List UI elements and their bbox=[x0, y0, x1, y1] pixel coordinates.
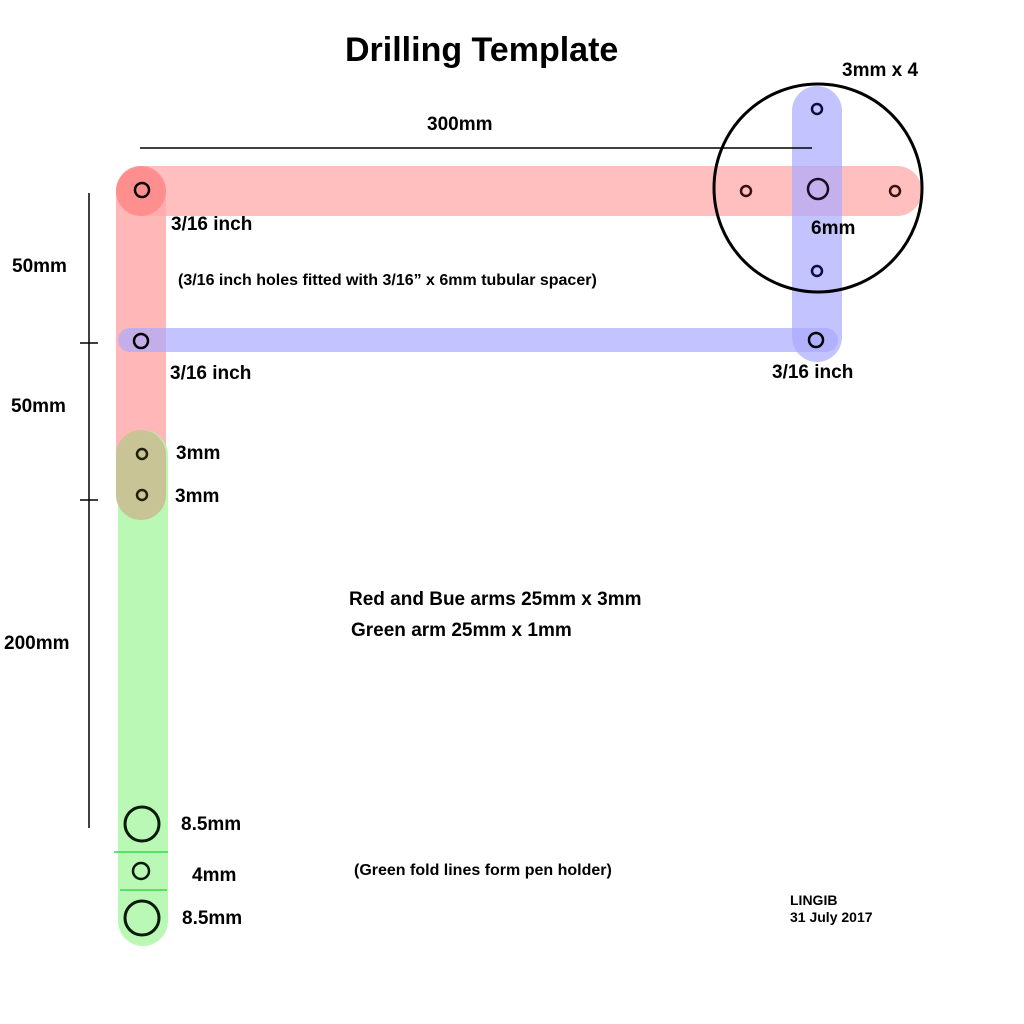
blue-horizontal-arm bbox=[118, 328, 838, 352]
hole-lower-3mm bbox=[135, 488, 149, 502]
dimension-label-top-50mm: 50mm bbox=[12, 256, 67, 277]
hole-red-arm-left-3mm bbox=[739, 184, 753, 198]
label-blue-right-hole: 3/16 inch bbox=[772, 362, 854, 383]
label-red-top-left-hole: 3/16 inch bbox=[171, 214, 253, 235]
hole-pen-bottom-8-5mm bbox=[123, 899, 161, 937]
red-arm-corner-overlap bbox=[116, 166, 166, 216]
note-fold-lines: (Green fold lines form pen holder) bbox=[354, 862, 612, 879]
label-center-hole: 6mm bbox=[811, 218, 856, 239]
green-red-overlap bbox=[116, 430, 166, 520]
hole-red-top-left bbox=[133, 181, 151, 199]
dimension-label-200mm: 200mm bbox=[4, 633, 70, 654]
circle-group-label: 3mm x 4 bbox=[842, 60, 919, 81]
dimension-label-300mm: 300mm bbox=[427, 114, 493, 135]
dimension-label-middle-50mm: 50mm bbox=[11, 396, 66, 417]
note-arms-line1: Red and Bue arms 25mm x 3mm bbox=[349, 589, 642, 610]
green-arm bbox=[118, 430, 168, 946]
page-title: Drilling Template bbox=[345, 31, 619, 69]
hole-group-circle bbox=[712, 82, 924, 294]
label-upper-3mm: 3mm bbox=[176, 443, 221, 464]
hole-center-6mm bbox=[806, 177, 830, 201]
blue-vertical-arm bbox=[792, 86, 842, 362]
note-arms-line2: Green arm 25mm x 1mm bbox=[351, 620, 572, 641]
label-pen-top-hole: 8.5mm bbox=[181, 814, 242, 835]
label-pen-bottom-hole: 8.5mm bbox=[182, 908, 243, 929]
hole-pen-middle-4mm bbox=[131, 861, 151, 881]
note-spacer: (3/16 inch holes fitted with 3/16” x 6mm… bbox=[178, 272, 597, 289]
hole-upper-3mm bbox=[135, 447, 149, 461]
hole-blue-right bbox=[807, 331, 825, 349]
signature-date: 31 July 2017 bbox=[790, 909, 873, 925]
hole-blue-arm-top-3mm bbox=[810, 102, 824, 116]
signature-author: LINGIB bbox=[790, 892, 838, 908]
hole-blue-arm-bottom-3mm bbox=[810, 264, 824, 278]
red-horizontal-arm bbox=[116, 166, 922, 216]
hole-pen-top-8-5mm bbox=[123, 805, 161, 843]
hole-red-arm-right-3mm bbox=[888, 184, 902, 198]
hole-blue-left bbox=[132, 332, 150, 350]
label-pen-middle-hole: 4mm bbox=[192, 865, 237, 886]
label-lower-3mm: 3mm bbox=[175, 486, 220, 507]
label-blue-left-hole: 3/16 inch bbox=[170, 363, 252, 384]
